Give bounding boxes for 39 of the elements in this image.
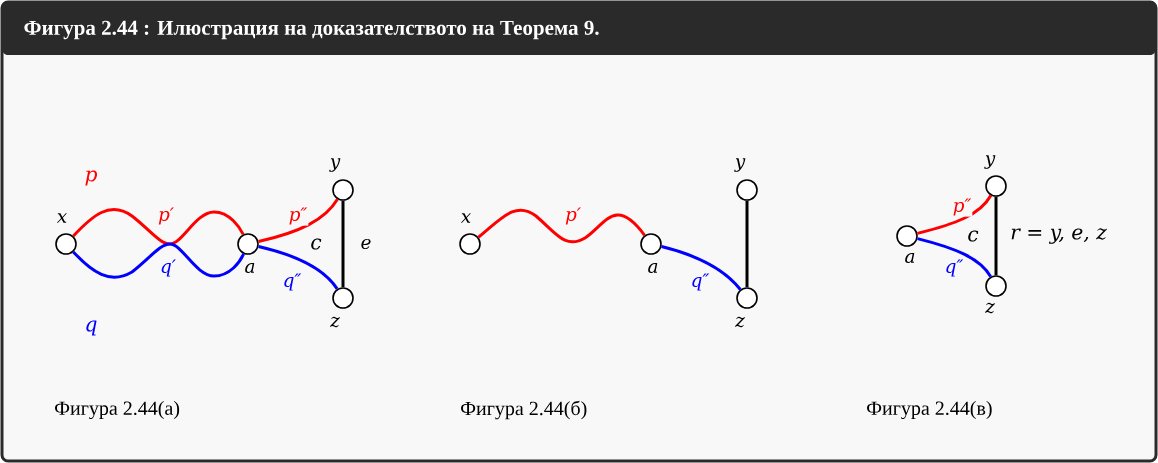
- graph-edge: [994, 196, 998, 276]
- edge-label: q″: [689, 272, 711, 292]
- math-label: r = y, e, z: [1011, 228, 1107, 244]
- edge-label: p′: [564, 206, 582, 226]
- graph-edge: [917, 194, 993, 235]
- vertex-label: a: [648, 263, 658, 274]
- edge-label: p′: [157, 206, 175, 226]
- figure-caption: Фигура 2.44(в): [867, 400, 992, 420]
- vertex-label: z: [330, 316, 340, 328]
- edge-label: p″: [287, 206, 309, 226]
- vertex-label: z: [985, 302, 995, 314]
- edge-label: q″: [281, 272, 303, 292]
- edge-label: q″: [943, 258, 965, 278]
- vertex-label: z: [735, 316, 745, 328]
- title-bar: Фигура 2.44 : Илюстрация на доказателството на Теорема 9.: [2, 2, 1156, 55]
- figure-caption: Фигура 2.44(б): [461, 400, 587, 420]
- graph-edge: [917, 237, 992, 278]
- math-label: q: [86, 320, 97, 336]
- graph-edge: [661, 245, 742, 291]
- figure-caption: Фигура 2.44(а): [55, 400, 180, 420]
- graph-edge: [477, 208, 646, 244]
- math-label: c: [311, 238, 322, 250]
- math-label: p: [85, 170, 97, 186]
- vertex-label: x: [56, 213, 67, 223]
- vertex-label: y: [329, 158, 341, 172]
- graph-edge: [258, 198, 339, 244]
- vertex-label: x: [460, 213, 471, 223]
- vertex-label: a: [245, 263, 255, 274]
- graph-edge: [72, 242, 245, 279]
- graph-edge: [72, 208, 245, 246]
- math-label: c: [968, 230, 979, 242]
- edge-label: p″: [951, 197, 973, 217]
- vertex-label: y: [734, 158, 746, 172]
- graph-edge: [745, 200, 749, 288]
- edge-label: q′: [159, 258, 177, 278]
- vertex-label: y: [984, 155, 996, 169]
- graph-edge: [341, 200, 345, 288]
- graph-edge: [258, 244, 339, 290]
- vertex-label: a: [905, 253, 915, 264]
